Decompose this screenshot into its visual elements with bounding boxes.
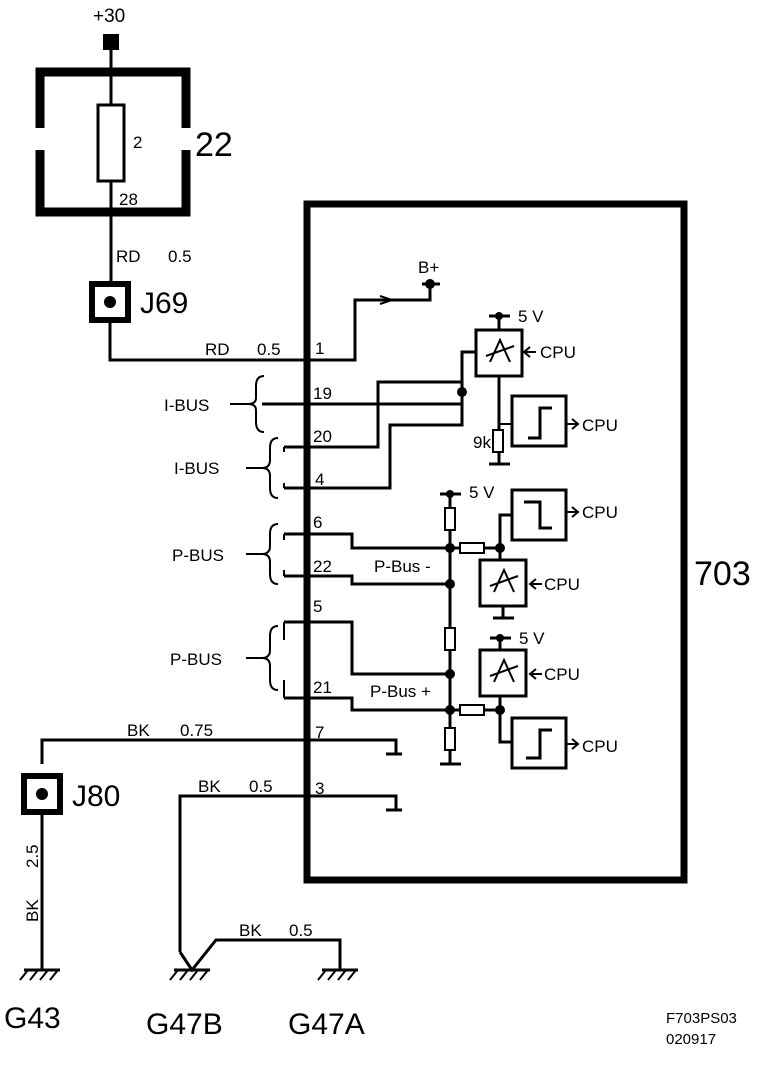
wire-pbus-21 (284, 696, 500, 712)
wire-j80-color: BK (23, 899, 42, 922)
connector-j80-pin (36, 788, 48, 800)
wire-ibus-20 (284, 380, 464, 449)
wire-pin1 (108, 298, 395, 362)
five-v-1: 5 V (518, 307, 544, 326)
resistor-9k (492, 429, 504, 453)
ibus-brace-1 (247, 375, 265, 433)
wire-pbus-6 (284, 532, 500, 550)
resistor-9k-label: 9k (473, 433, 491, 452)
cpu-3: CPU (582, 503, 618, 522)
fuse-box-id: 22 (195, 126, 233, 164)
ibus-label-2: I-BUS (174, 459, 219, 478)
wire-j80-size: 2.5 (23, 844, 42, 868)
pin-20: 20 (313, 427, 332, 446)
diagram-code: F703PS03 (666, 1010, 737, 1027)
wire-pin3-size: 0.5 (249, 777, 273, 796)
supply-label: +30 (93, 6, 125, 27)
pbus-brace-1 (261, 523, 279, 585)
control-unit-id: 703 (694, 555, 751, 593)
wire-ground-link (178, 938, 342, 973)
ibus-brace-2 (261, 437, 279, 499)
cpu-4: CPU (544, 575, 580, 594)
five-v-3: 5 V (519, 629, 545, 648)
cpu-5: CPU (544, 665, 580, 684)
control-unit-703 (303, 200, 688, 884)
five-v-2: 5 V (469, 483, 495, 502)
ground-g43-label: G43 (4, 1002, 61, 1035)
cpu-2: CPU (582, 416, 618, 435)
pbus-plus-label: P-Bus + (370, 682, 431, 701)
wire-pin7 (40, 738, 398, 764)
resistor-pbus-2 (459, 542, 485, 554)
resistor-pbus-4 (459, 704, 485, 716)
ground-g47b-label: G47B (146, 1008, 223, 1041)
fuse-number: 2 (133, 133, 142, 152)
pbus-brace-2 (261, 625, 279, 691)
wire-supply-size: 0.5 (168, 247, 192, 266)
wire-pin3 (178, 794, 398, 952)
pbus-transistor-2 (478, 648, 528, 698)
resistor-pbus-1 (444, 507, 456, 531)
pbus-label-1: P-BUS (172, 546, 224, 565)
pin-19: 19 (313, 384, 332, 403)
resistor-pbus-5 (444, 727, 456, 751)
ground-g43-symbol (19, 968, 60, 981)
ibus-label-1: I-BUS (164, 396, 209, 415)
wire-ground-link-size: 0.5 (289, 921, 313, 940)
wire-ground-link-color: BK (239, 921, 262, 940)
ibus-transistor (474, 328, 524, 378)
fuse-terminal: 28 (119, 190, 138, 209)
fuse (96, 103, 126, 183)
connector-j69-pin (104, 296, 116, 308)
pin-6: 6 (313, 513, 322, 532)
wire-pin1-color: RD (205, 340, 230, 359)
pin-5: 5 (313, 597, 322, 616)
wire-pin3-color: BK (198, 777, 221, 796)
wire-supply-color: RD (116, 247, 141, 266)
pin-21: 21 (313, 678, 332, 697)
pin-22: 22 (313, 557, 332, 576)
ground-g47b-symbol (169, 968, 210, 981)
wire-pin1-size: 0.5 (257, 340, 281, 359)
pbus-label-2: P-BUS (170, 650, 222, 669)
ground-g47a-label: G47A (288, 1008, 365, 1041)
bplus-input (379, 279, 440, 305)
fuse-box (35, 67, 191, 217)
connector-j80-label: J80 (72, 780, 120, 813)
wire-ibus-4 (284, 404, 464, 490)
diagram-date: 020917 (666, 1031, 716, 1048)
wire-pin7-size: 0.75 (180, 721, 213, 740)
pin-4: 4 (315, 470, 324, 489)
connector-j69-label: J69 (140, 287, 188, 320)
pbus-minus-label: P-Bus - (374, 557, 431, 576)
cpu-1: CPU (540, 343, 576, 362)
wire-pbus-5 (284, 620, 450, 676)
ground-g47a-symbol (317, 968, 358, 981)
pin-3: 3 (315, 779, 324, 798)
pbus-transistor-1 (478, 558, 528, 608)
wire-pin7-color: BK (127, 721, 150, 740)
wire-pbus-22 (284, 574, 450, 586)
bplus-label: B+ (418, 258, 439, 277)
cpu-6: CPU (582, 737, 618, 756)
pin-1: 1 (315, 339, 324, 358)
resistor-pbus-3 (444, 627, 456, 651)
supply-terminal (103, 34, 119, 50)
pin-7: 7 (315, 723, 324, 742)
